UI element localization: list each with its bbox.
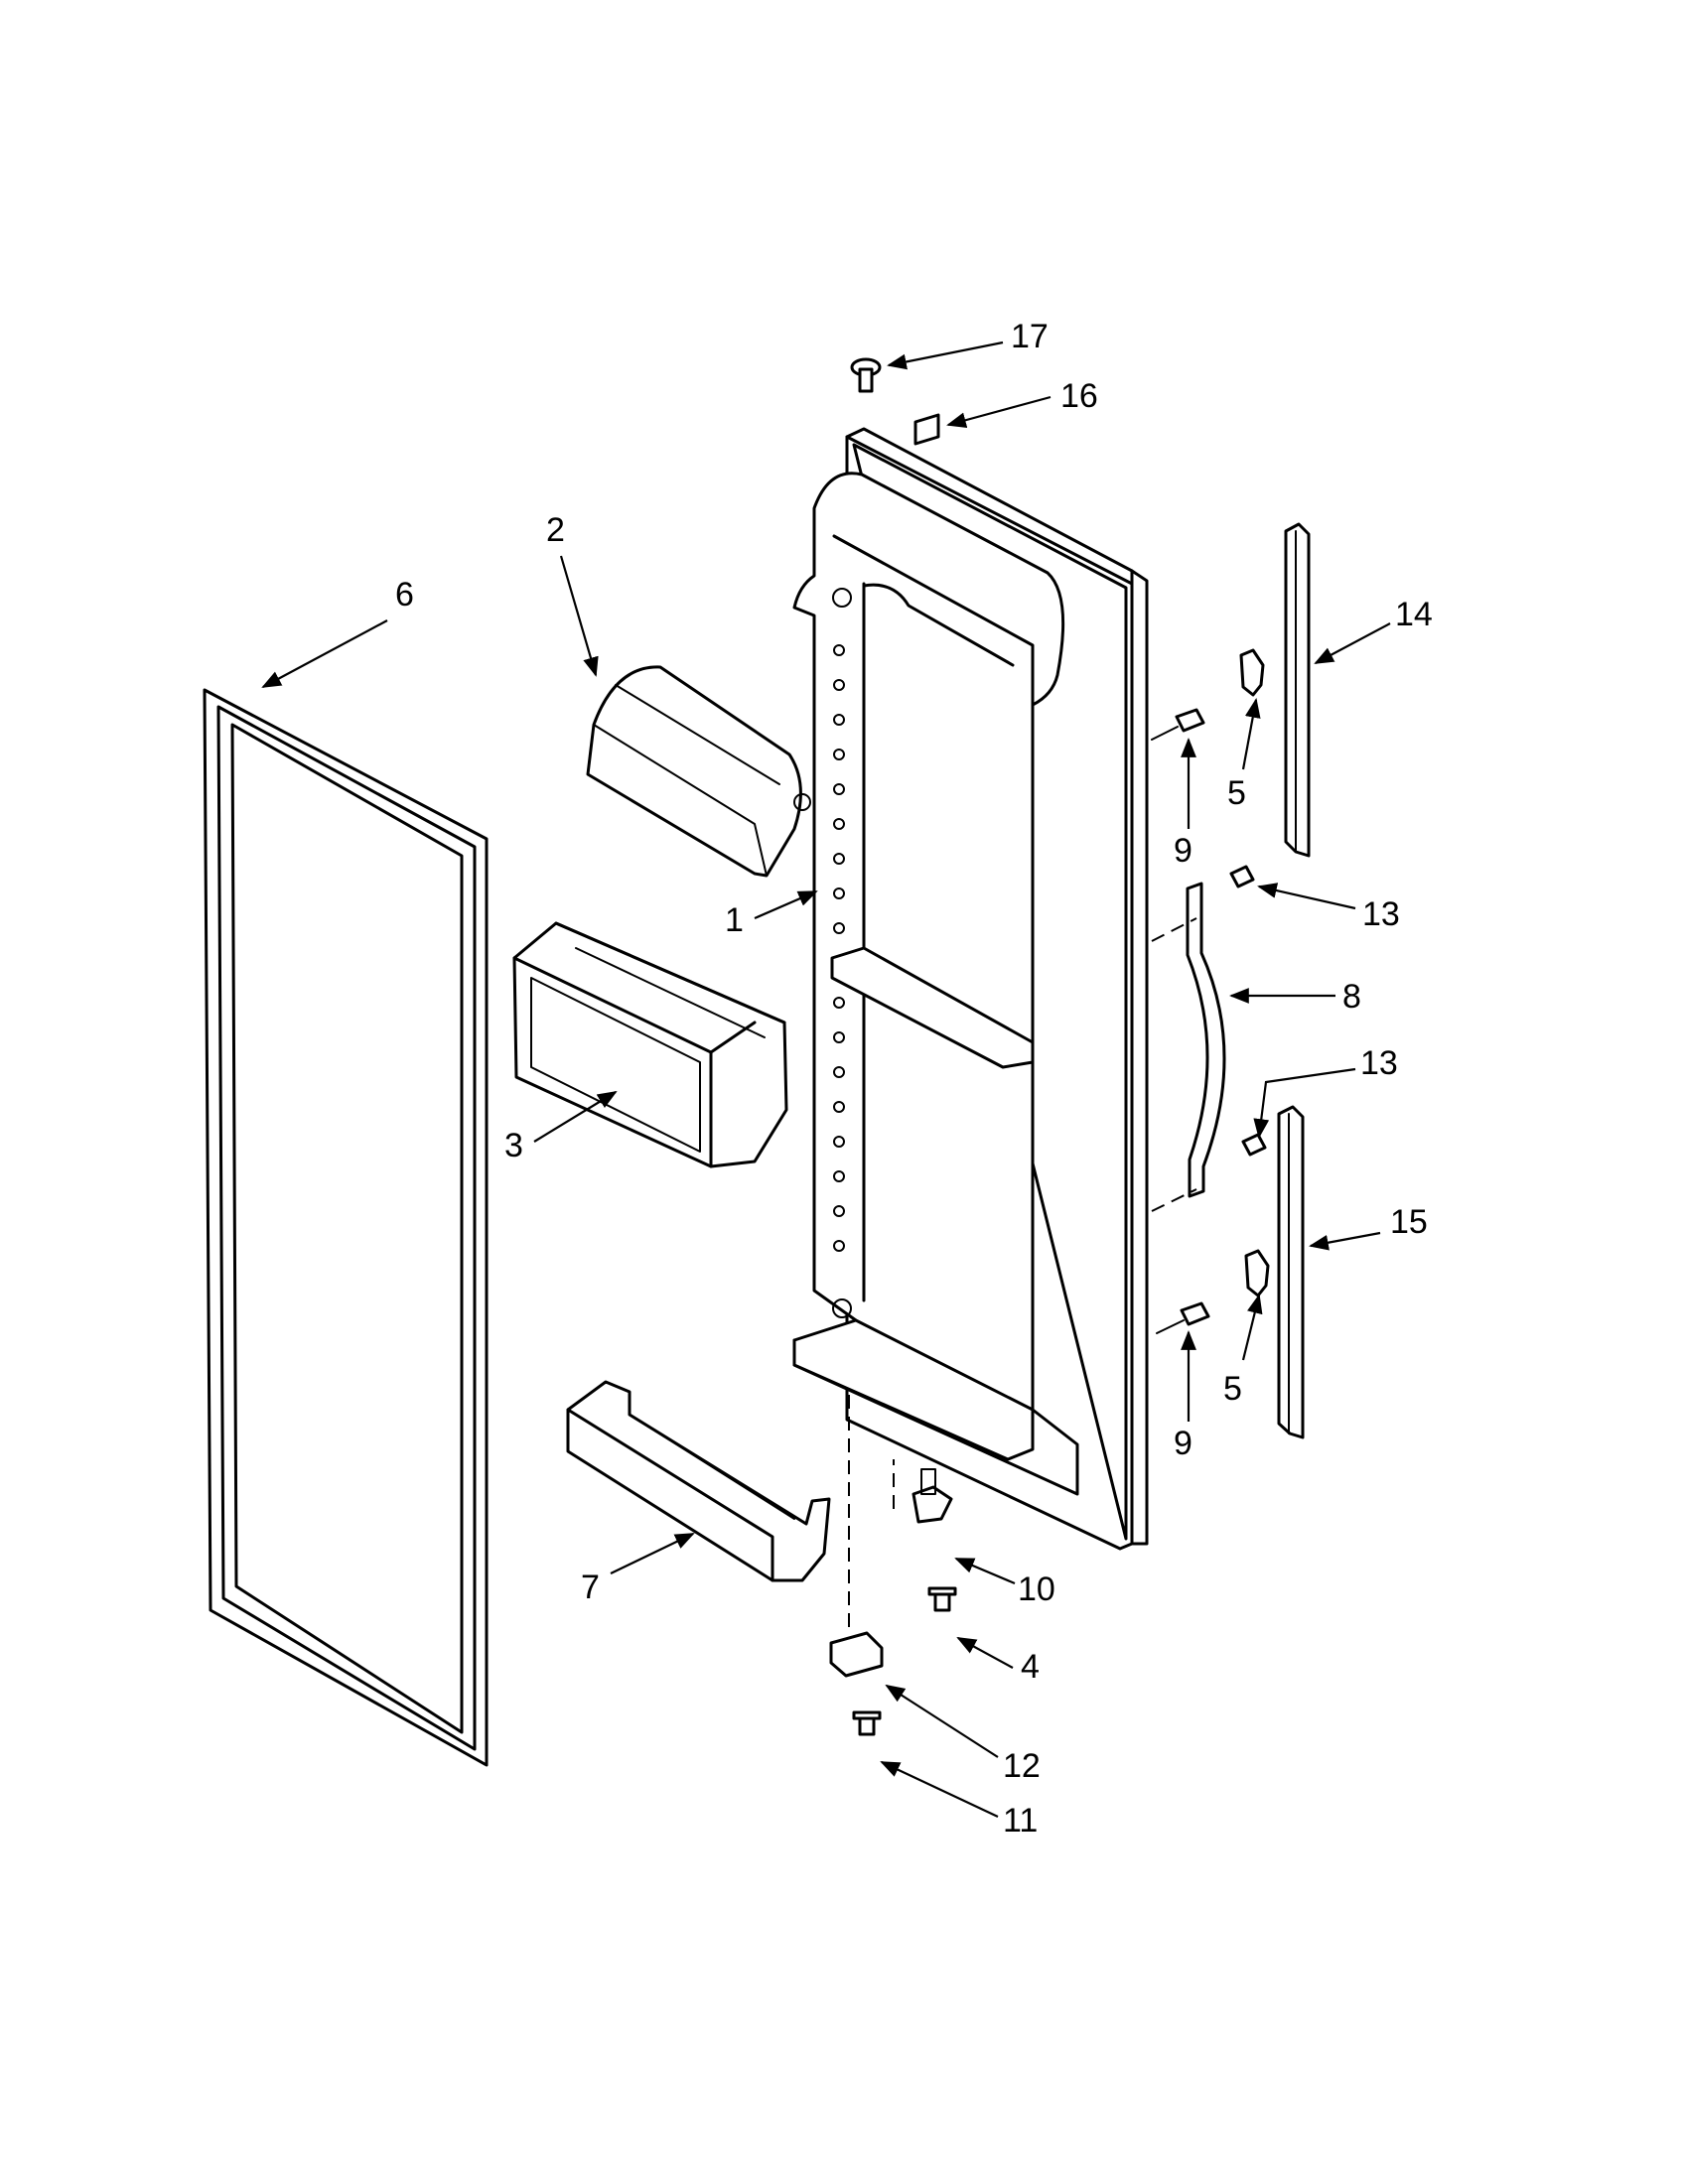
hinge-bracket-screw-part [852, 1710, 882, 1736]
callout-10: 10 [1018, 1570, 1055, 1608]
handle-screw-lower-part [1241, 1133, 1267, 1157]
door-gasket-part [203, 688, 489, 1767]
door-label-part [913, 413, 940, 446]
adjustment-holes [833, 644, 845, 1252]
callout-4: 4 [1021, 1648, 1040, 1686]
callout-9-upper: 9 [1174, 832, 1193, 870]
door-trim-upper-part [1284, 522, 1311, 858]
trim-clip-lower-part [1244, 1249, 1270, 1297]
screw-upper-part [1151, 708, 1205, 741]
callout-5-lower: 5 [1223, 1370, 1242, 1408]
callout-3: 3 [504, 1127, 523, 1164]
screw-lower-part [1156, 1301, 1210, 1334]
handle-screw-upper-part [1229, 865, 1255, 888]
door-handle-part [1186, 882, 1226, 1198]
hinge-part [912, 1468, 953, 1524]
callout-5-upper: 5 [1227, 774, 1246, 812]
callout-17: 17 [1011, 318, 1049, 355]
hinge-screw-part [927, 1586, 957, 1612]
callout-12: 12 [1003, 1747, 1041, 1785]
door-shelf-bar-part [566, 1380, 831, 1582]
alignment-lines [848, 917, 1197, 1628]
door-assembly-part [792, 427, 1149, 1551]
callout-7: 7 [581, 1569, 600, 1606]
callout-13-upper: 13 [1362, 895, 1400, 933]
hinge-bracket-part [829, 1631, 884, 1678]
leader-arrows [261, 341, 1391, 1818]
dairy-door-part [586, 665, 811, 878]
callout-16: 16 [1060, 377, 1098, 415]
callout-14: 14 [1395, 596, 1433, 633]
callout-2: 2 [546, 511, 565, 549]
callout-6: 6 [395, 576, 414, 614]
callout-1: 1 [725, 901, 744, 939]
callout-13-lower: 13 [1360, 1044, 1398, 1082]
callout-15: 15 [1390, 1203, 1428, 1241]
callout-9-lower: 9 [1174, 1425, 1193, 1462]
door-trim-lower-part [1277, 1105, 1305, 1439]
trim-clip-upper-part [1239, 648, 1265, 697]
door-plug-part [850, 357, 882, 393]
callout-8: 8 [1342, 978, 1361, 1016]
door-bin-part [512, 921, 788, 1168]
callout-11: 11 [1003, 1802, 1038, 1840]
